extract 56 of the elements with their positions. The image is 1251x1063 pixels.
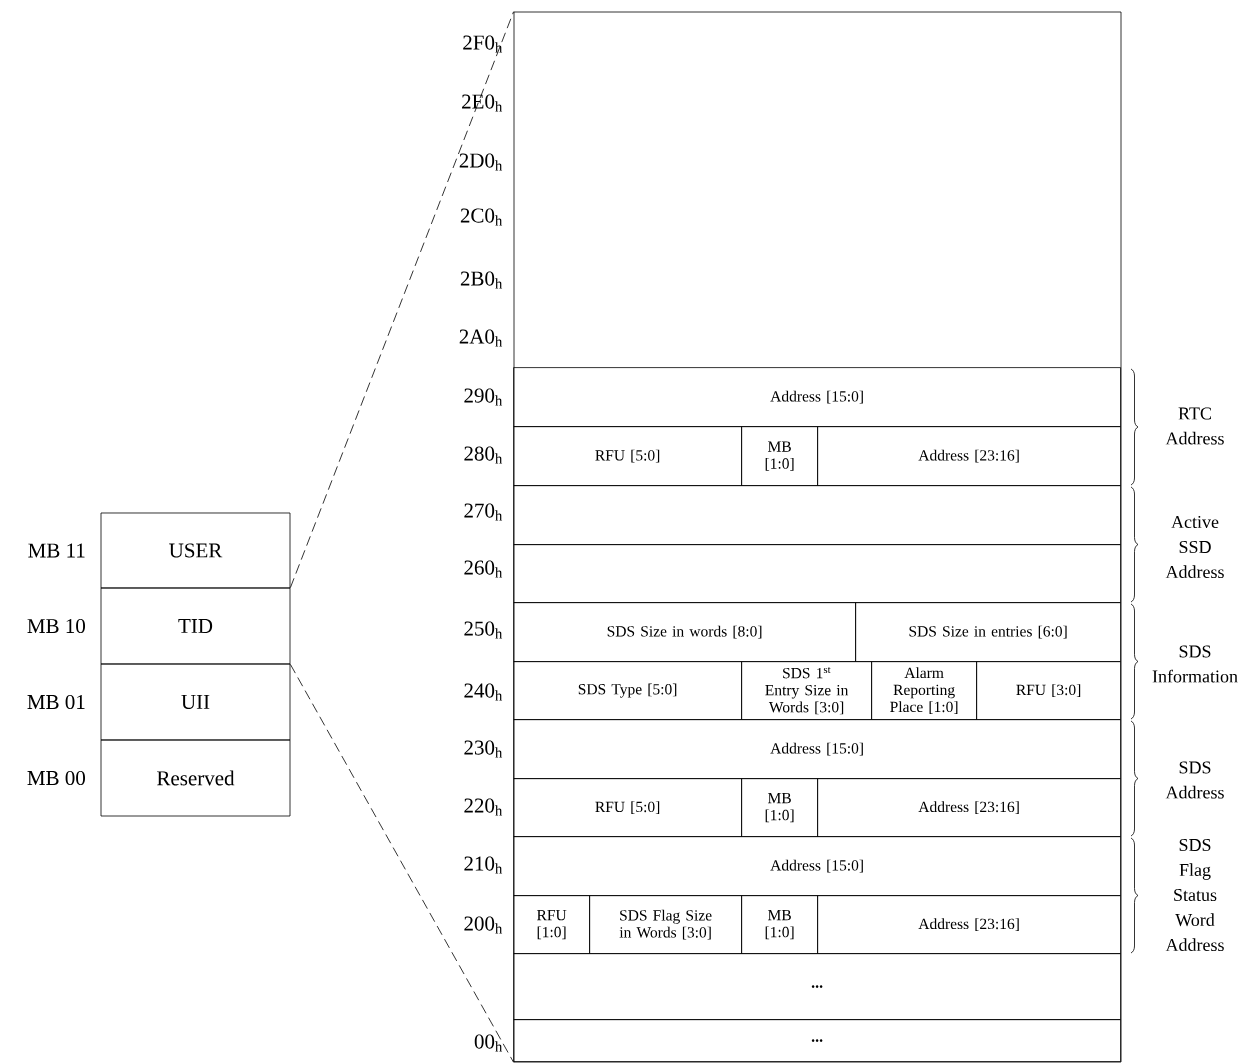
field-cell: Address [15:0] — [513, 719, 1121, 779]
field-cell: RFU [3:0] — [976, 661, 1121, 720]
memory-bank-box: Reserved — [100, 739, 291, 817]
address-label: 260$_{h}$ — [464, 560, 503, 578]
address-label: 200$_{h}$ — [464, 916, 503, 934]
address-label: 250$_{h}$ — [464, 621, 503, 639]
memory-bank-box: USER — [100, 512, 291, 589]
field-cell: ... — [513, 953, 1121, 1020]
address-label: 230$_{h}$ — [464, 740, 503, 758]
memory-bank-label: MB 10 — [27, 618, 85, 634]
address-label: 00$_{h}$ — [474, 1034, 503, 1052]
address-label: 220$_{h}$ — [464, 798, 503, 816]
memory-bank-label: MB 01 — [27, 694, 85, 710]
group-label: SDS Address — [1165, 761, 1224, 799]
group-label: SDS Information — [1152, 645, 1238, 683]
memory-bank-box: TID — [100, 587, 291, 665]
field-cell: SDS Size in words [8:0] — [513, 602, 856, 662]
memory-bank-label: MB 00 — [27, 770, 85, 786]
group-label: RTC Address — [1165, 407, 1224, 445]
field-cell: RFU [5:0] — [513, 426, 742, 486]
memory-bank-box: UII — [100, 663, 291, 741]
address-label: 2E0$_{h}$ — [462, 94, 503, 112]
address-label: 280$_{h}$ — [464, 446, 503, 464]
field-cell: Address [15:0] — [513, 367, 1121, 427]
address-label: 210$_{h}$ — [464, 856, 503, 874]
address-label: 2C0$_{h}$ — [460, 208, 503, 226]
field-cell: SDS Flag Size in Words [3:0] — [589, 895, 742, 954]
field-cell: SDS 1$^{st}$ Entry Size in Words [3:0] — [741, 661, 872, 720]
field-cell — [513, 544, 1121, 603]
address-label: 270$_{h}$ — [464, 503, 503, 521]
address-label: 2F0$_{h}$ — [463, 35, 503, 53]
field-cell: Address [15:0] — [513, 836, 1121, 896]
group-label: SDS Flag Status Word Address — [1165, 838, 1224, 952]
field-cell: MB [1:0] — [741, 778, 818, 837]
field-cell: SDS Size in entries [6:0] — [855, 602, 1121, 662]
field-cell: ... — [513, 1019, 1121, 1062]
memory-bank-label: MB 11 — [28, 543, 85, 558]
field-cell: MB [1:0] — [741, 426, 818, 486]
zoom-line — [290, 664, 514, 1063]
address-label: 2D0$_{h}$ — [459, 153, 503, 171]
address-label: 2B0$_{h}$ — [460, 271, 503, 289]
memory-map-box — [513, 11, 1122, 1063]
field-cell — [513, 485, 1121, 545]
field-cell: Address [23:16] — [817, 426, 1121, 486]
field-cell: SDS Type [5:0] — [513, 661, 742, 720]
field-cell: MB [1:0] — [741, 895, 818, 954]
field-cell: RFU [5:0] — [513, 778, 742, 837]
address-label: 2A0$_{h}$ — [459, 329, 503, 347]
field-cell: Address [23:16] — [817, 895, 1121, 954]
zoom-line — [290, 11, 514, 588]
group-label: Active SSD Address — [1165, 515, 1224, 579]
address-label: 240$_{h}$ — [464, 683, 503, 701]
address-label: 290$_{h}$ — [464, 388, 503, 406]
field-cell: RFU [1:0] — [513, 895, 590, 954]
field-cell: Address [23:16] — [817, 778, 1121, 837]
field-cell: Alarm Reporting Place [1:0] — [871, 661, 977, 720]
